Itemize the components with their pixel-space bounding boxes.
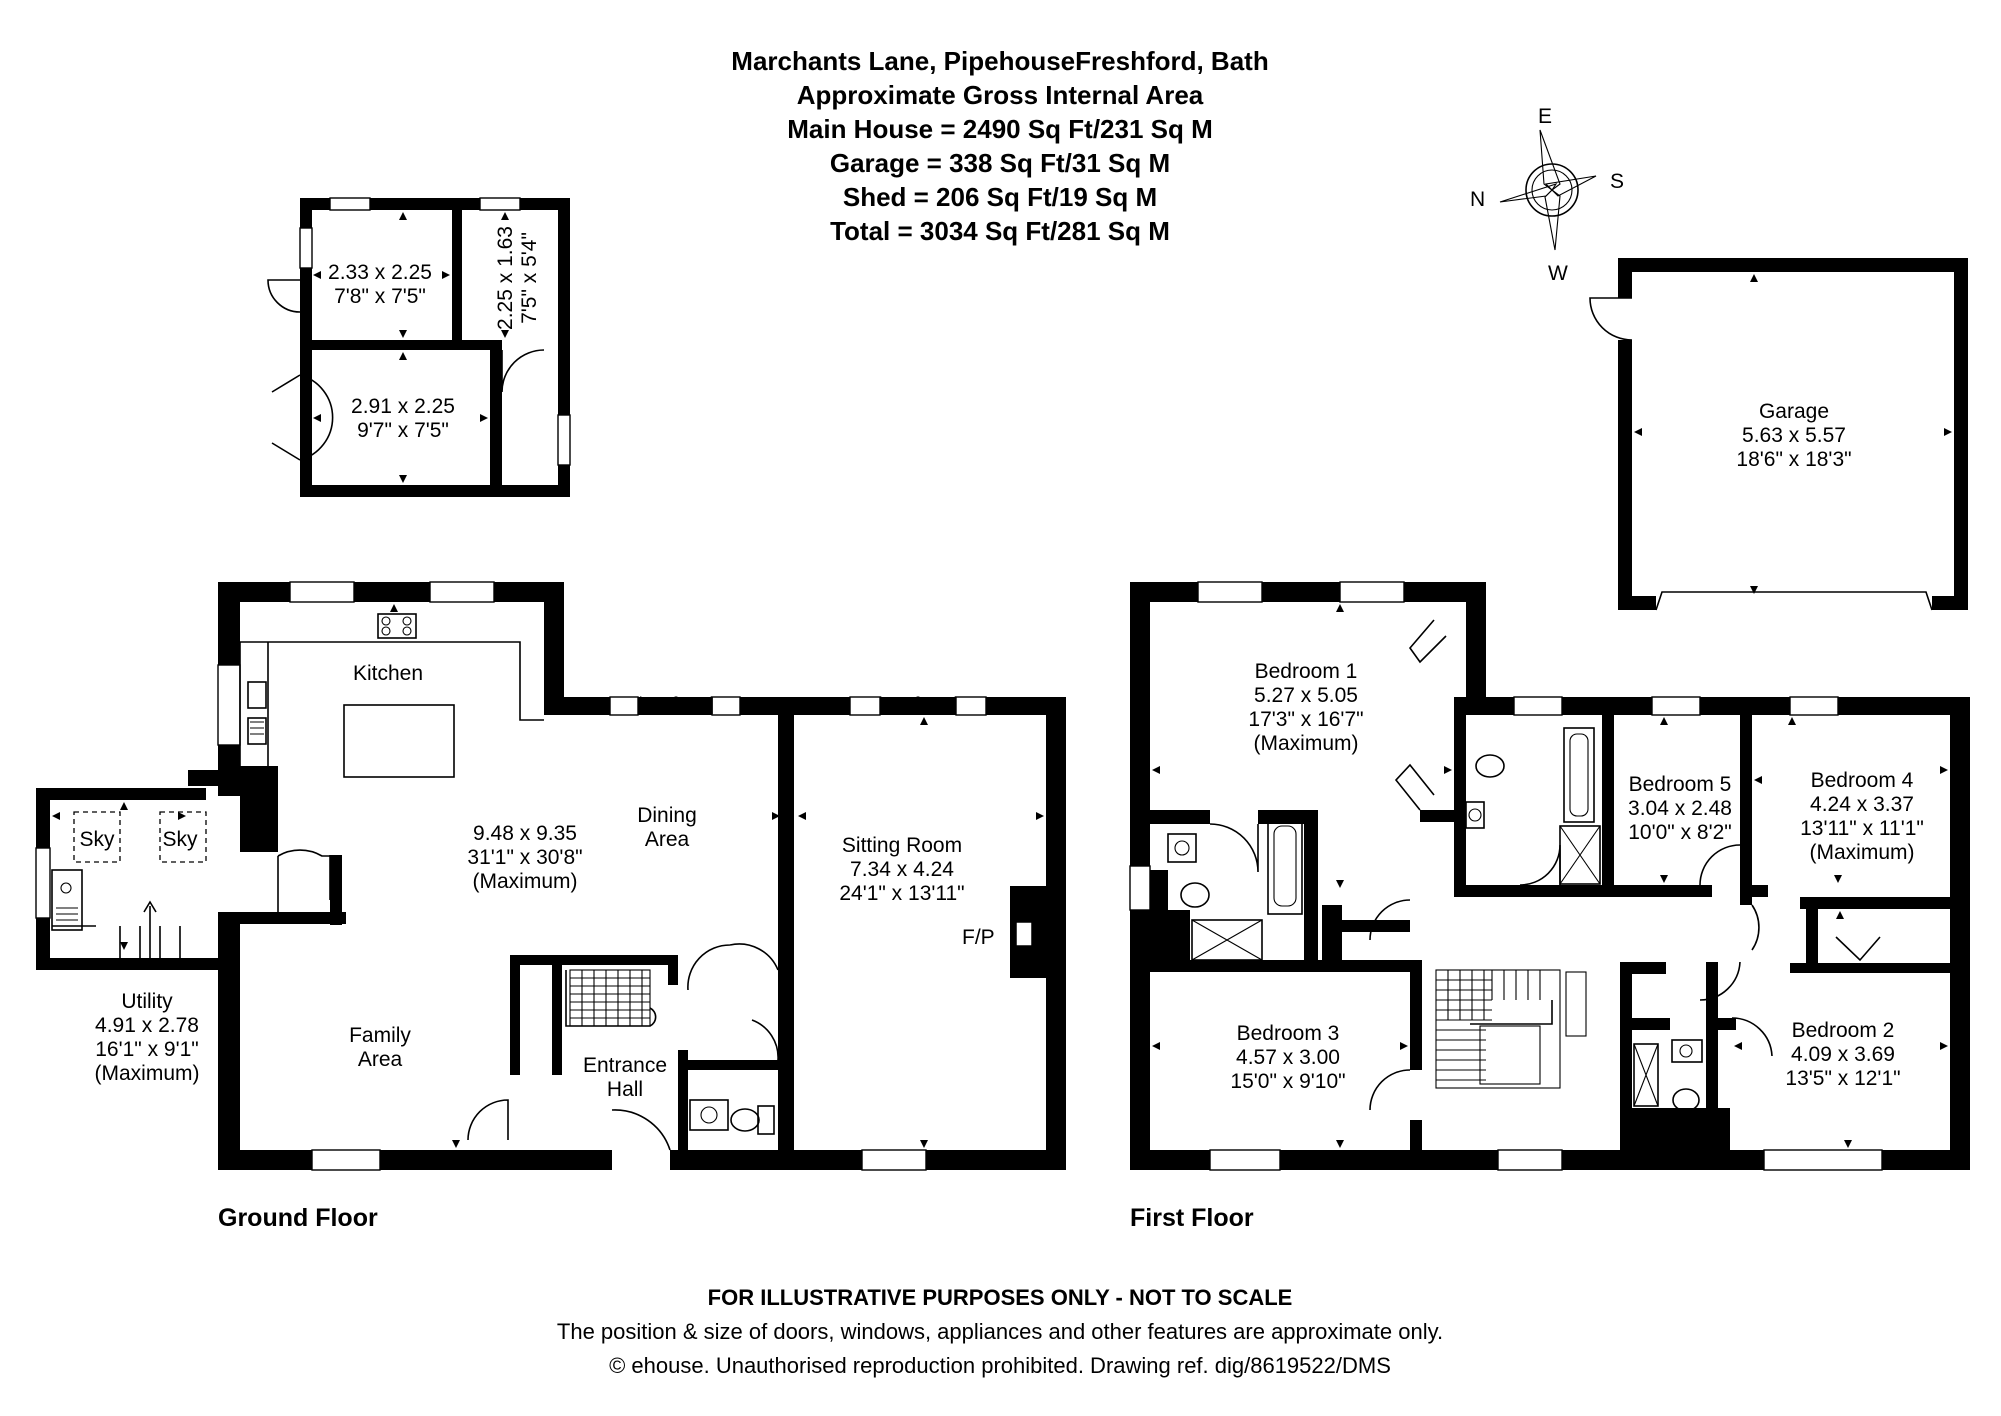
compass-north: N bbox=[1470, 188, 1485, 211]
total-area: Total = 3034 Sq Ft/281 Sq M bbox=[830, 216, 1170, 246]
bedroom4-imperial: 13'11" x 11'1" bbox=[1800, 817, 1924, 840]
main-house-area: Main House = 2490 Sq Ft/231 Sq M bbox=[787, 114, 1213, 144]
compass-south: S bbox=[1610, 170, 1624, 193]
area-title: Approximate Gross Internal Area bbox=[797, 80, 1204, 110]
garage-name: Garage bbox=[1759, 400, 1829, 423]
shed-room-c-metric: 2.91 x 2.25 bbox=[351, 395, 455, 418]
first-floor-plan: Bedroom 1 5.27 x 5.05 17'3" x 16'7" (Max… bbox=[1129, 581, 1970, 1232]
disclaimer-line-2: The position & size of doors, windows, a… bbox=[557, 1319, 1443, 1344]
bedroom1-imperial: 17'3" x 16'7" bbox=[1248, 708, 1363, 731]
main-room-note: (Maximum) bbox=[473, 870, 578, 893]
ground-floor-label: Ground Floor bbox=[218, 1204, 378, 1232]
shed-room-a-imperial: 7'8" x 7'5" bbox=[334, 285, 426, 308]
compass-west: W bbox=[1548, 262, 1568, 285]
property-address: Marchants Lane, PipehouseFreshford, Bath bbox=[731, 46, 1268, 76]
dining-label-1: Dining bbox=[637, 804, 697, 827]
skylight-1-label: Sky bbox=[79, 828, 115, 851]
main-room-metric: 9.48 x 9.35 bbox=[473, 822, 577, 845]
kitchen-label: Kitchen bbox=[353, 662, 423, 685]
family-label-2: Area bbox=[358, 1048, 403, 1071]
bedroom5-metric: 3.04 x 2.48 bbox=[1628, 797, 1732, 820]
bedroom1-note: (Maximum) bbox=[1254, 732, 1359, 755]
skylight-2-label: Sky bbox=[162, 828, 198, 851]
shed-plan: 2.33 x 2.25 7'8" x 7'5" 2.91 x 2.25 9'7"… bbox=[267, 197, 571, 497]
shed-room-b-imperial: 7'5" x 5'4" bbox=[518, 232, 541, 324]
disclaimer-heading: FOR ILLUSTRATIVE PURPOSES ONLY - NOT TO … bbox=[708, 1285, 1293, 1310]
utility-metric: 4.91 x 2.78 bbox=[95, 1014, 199, 1037]
garage-plan: Garage 5.63 x 5.57 18'6" x 18'3" bbox=[1589, 258, 1968, 611]
bedroom3-imperial: 15'0" x 9'10" bbox=[1230, 1070, 1345, 1093]
sitting-room-metric: 7.34 x 4.24 bbox=[850, 858, 954, 881]
garage-imperial: 18'6" x 18'3" bbox=[1736, 448, 1851, 471]
bedroom3-metric: 4.57 x 3.00 bbox=[1236, 1046, 1340, 1069]
ground-floor-plan: Kitchen 9.48 x 9.35 31'1" x 30'8" (Maxim… bbox=[35, 581, 1066, 1232]
bedroom3-name: Bedroom 3 bbox=[1237, 1022, 1340, 1045]
compass-east: E bbox=[1538, 105, 1552, 128]
utility-imperial: 16'1" x 9'1" bbox=[95, 1038, 199, 1061]
shed-room-b-metric: 2.25 x 1.63 bbox=[494, 226, 517, 330]
main-room-imperial: 31'1" x 30'8" bbox=[467, 846, 582, 869]
bedroom2-imperial: 13'5" x 12'1" bbox=[1785, 1067, 1900, 1090]
entrance-label-1: Entrance bbox=[583, 1054, 667, 1077]
bedroom5-name: Bedroom 5 bbox=[1629, 773, 1732, 796]
sitting-room-name: Sitting Room bbox=[842, 834, 962, 857]
bedroom2-name: Bedroom 2 bbox=[1792, 1019, 1895, 1042]
bedroom1-name: Bedroom 1 bbox=[1255, 660, 1358, 683]
disclaimer: FOR ILLUSTRATIVE PURPOSES ONLY - NOT TO … bbox=[557, 1285, 1443, 1378]
fireplace-label: F/P bbox=[962, 926, 995, 949]
bedroom5-imperial: 10'0" x 8'2" bbox=[1628, 821, 1732, 844]
bedroom4-note: (Maximum) bbox=[1810, 841, 1915, 864]
shed-room-c-imperial: 9'7" x 7'5" bbox=[357, 419, 449, 442]
compass-icon: E S N W bbox=[1470, 105, 1624, 285]
shed-area: Shed = 206 Sq Ft/19 Sq M bbox=[843, 182, 1157, 212]
bedroom1-metric: 5.27 x 5.05 bbox=[1254, 684, 1358, 707]
utility-note: (Maximum) bbox=[95, 1062, 200, 1085]
family-label-1: Family bbox=[349, 1024, 411, 1047]
shed-room-a-metric: 2.33 x 2.25 bbox=[328, 261, 432, 284]
dining-label-2: Area bbox=[645, 828, 690, 851]
first-floor-label: First Floor bbox=[1130, 1204, 1254, 1232]
garage-metric: 5.63 x 5.57 bbox=[1742, 424, 1846, 447]
bedroom2-metric: 4.09 x 3.69 bbox=[1791, 1043, 1895, 1066]
bedroom4-name: Bedroom 4 bbox=[1811, 769, 1914, 792]
area-summary: Marchants Lane, PipehouseFreshford, Bath… bbox=[731, 46, 1268, 246]
disclaimer-line-3: © ehouse. Unauthorised reproduction proh… bbox=[609, 1353, 1391, 1378]
sitting-room-imperial: 24'1" x 13'11" bbox=[839, 882, 964, 905]
garage-area: Garage = 338 Sq Ft/31 Sq M bbox=[830, 148, 1170, 178]
utility-name: Utility bbox=[121, 990, 173, 1013]
entrance-label-2: Hall bbox=[607, 1078, 643, 1101]
bedroom4-metric: 4.24 x 3.37 bbox=[1810, 793, 1914, 816]
